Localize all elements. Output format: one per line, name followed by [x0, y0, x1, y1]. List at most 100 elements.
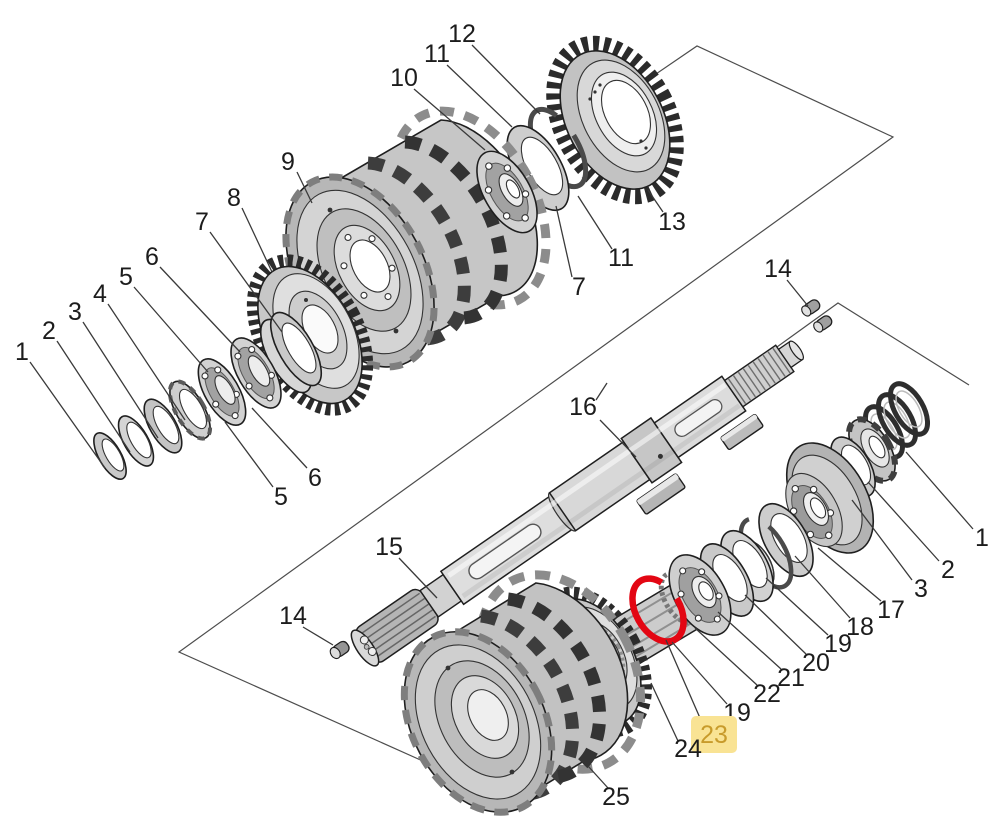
part-clutch-drum-9 — [282, 106, 551, 371]
leader-line-6 — [159, 266, 241, 353]
leader-line-4 — [107, 303, 186, 421]
callout-20: 20 — [802, 649, 830, 677]
upper-shaft-assembly — [93, 35, 684, 480]
leader-line-11 — [446, 64, 513, 128]
bearing-ball — [694, 614, 702, 622]
bearing-ball — [809, 485, 818, 494]
callout-25: 25 — [602, 783, 630, 811]
callout-7: 7 — [195, 208, 209, 236]
bearing-ball — [266, 394, 274, 402]
drum9-bearing-balls — [340, 233, 396, 301]
leader-line-7 — [209, 231, 283, 333]
callout-15: 15 — [375, 533, 403, 561]
boundary-upper — [177, 45, 895, 763]
bearing-ball — [340, 262, 348, 270]
leader-line-22 — [694, 627, 758, 686]
callout-14: 14 — [279, 602, 307, 630]
bearing-ball — [384, 292, 392, 301]
part-snap-ring-23-highlighted — [629, 575, 687, 645]
part-ring-22 — [699, 543, 755, 617]
leader-line-20 — [744, 594, 807, 655]
bearing-ball — [231, 412, 239, 420]
callout-12: 12 — [448, 20, 476, 48]
part-washer-4 — [167, 379, 213, 441]
leader-line-5 — [133, 286, 209, 373]
callout-5: 5 — [119, 263, 133, 291]
callout-5: 5 — [274, 483, 288, 511]
leader-line-16 — [595, 382, 608, 401]
leader-line-18 — [794, 555, 851, 619]
bearing-ball — [679, 567, 687, 575]
bearing-ball — [713, 615, 721, 623]
leader-line-9 — [296, 171, 313, 204]
callout-23: 23 — [700, 721, 728, 749]
part-key-lower — [636, 473, 686, 515]
highlight-box-23 — [691, 716, 737, 753]
leader-line-1 — [905, 451, 974, 530]
callout-22: 22 — [753, 680, 781, 708]
leader-line-24 — [650, 682, 679, 742]
leader-line-13 — [647, 189, 664, 213]
part-bearing-10 — [476, 150, 538, 234]
leader-line-12 — [471, 44, 541, 115]
part-pin-14-b — [813, 315, 833, 333]
part-ring-19a — [758, 503, 814, 577]
leader-line-25 — [587, 765, 609, 789]
bearing-ball — [502, 212, 511, 220]
bearing-ball — [485, 162, 493, 170]
leader-line-14 — [302, 626, 334, 646]
bearing-ball — [234, 352, 242, 360]
callout-11: 11 — [608, 244, 634, 272]
callout-2: 2 — [941, 556, 955, 584]
callout-3: 3 — [914, 575, 928, 603]
boundary-lower — [769, 302, 970, 386]
bearing-ball — [245, 382, 253, 390]
leader-line-2 — [56, 340, 131, 453]
bearing-ball — [677, 590, 685, 598]
callout-1: 1 — [15, 338, 29, 366]
part-pin-14-a — [801, 299, 821, 317]
bearing10-balls — [484, 162, 530, 222]
callout-13: 13 — [658, 208, 686, 236]
part-ring-2 — [117, 415, 155, 467]
leader-line-17 — [817, 547, 882, 602]
callout-18: 18 — [846, 613, 874, 641]
callout-11: 11 — [424, 40, 450, 68]
bearing-ball — [214, 366, 222, 374]
bearing-ball — [388, 264, 396, 272]
leader-line-3 — [851, 499, 913, 581]
bearing-ball — [698, 568, 706, 576]
callout-19: 19 — [824, 630, 852, 658]
bearing-ball — [212, 400, 220, 408]
callout-7: 7 — [572, 273, 586, 301]
callout-labels-layer: 1234567891011121311714161514561231718192… — [15, 20, 989, 811]
part-shaft-15-16 — [350, 340, 804, 667]
leader-line-5 — [224, 421, 274, 488]
bearing6-balls — [234, 346, 276, 402]
callout-24: 24 — [674, 735, 702, 763]
bearing-ball — [201, 372, 209, 380]
bearing-ball — [715, 592, 723, 600]
callout-10: 10 — [390, 64, 418, 92]
leader-lines-layer — [29, 44, 974, 789]
leader-line-23 — [665, 639, 701, 719]
part-gear-13 — [546, 35, 684, 205]
leader-line-1 — [29, 361, 106, 469]
lower-shaft-assembly — [329, 299, 931, 816]
part-key-upper — [720, 413, 764, 451]
bearing17-balls — [789, 484, 835, 540]
bearing-ball — [825, 531, 833, 540]
callout-21: 21 — [777, 664, 805, 692]
part-ring-1 — [93, 432, 127, 480]
leader-line-19 — [671, 641, 728, 705]
callout-9: 9 — [281, 148, 295, 176]
leader-line-15 — [398, 557, 438, 599]
part-clutch-drum-25 — [400, 570, 646, 816]
part-bearing-6 — [230, 337, 282, 409]
part-bearing-5 — [197, 358, 247, 426]
plane-boundary-lines — [177, 45, 970, 763]
callout-8: 8 — [227, 184, 241, 212]
leader-line-8 — [241, 207, 273, 273]
